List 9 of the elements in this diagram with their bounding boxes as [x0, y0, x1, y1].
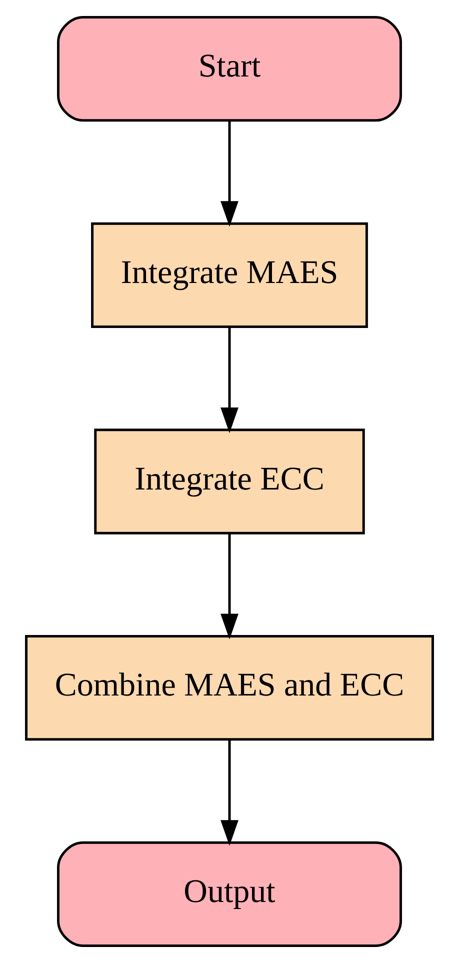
node-box: Combine MAES and ECC: [25, 634, 434, 740]
arrow: [220, 739, 238, 846]
node-box: Start: [57, 16, 402, 122]
arrow: [220, 326, 238, 433]
node-box: Integrate MAES: [91, 222, 368, 328]
arrow: [220, 533, 238, 639]
node-box: Integrate ECC: [94, 428, 365, 534]
arrow: [220, 120, 238, 226]
node-box: Output: [57, 840, 402, 946]
